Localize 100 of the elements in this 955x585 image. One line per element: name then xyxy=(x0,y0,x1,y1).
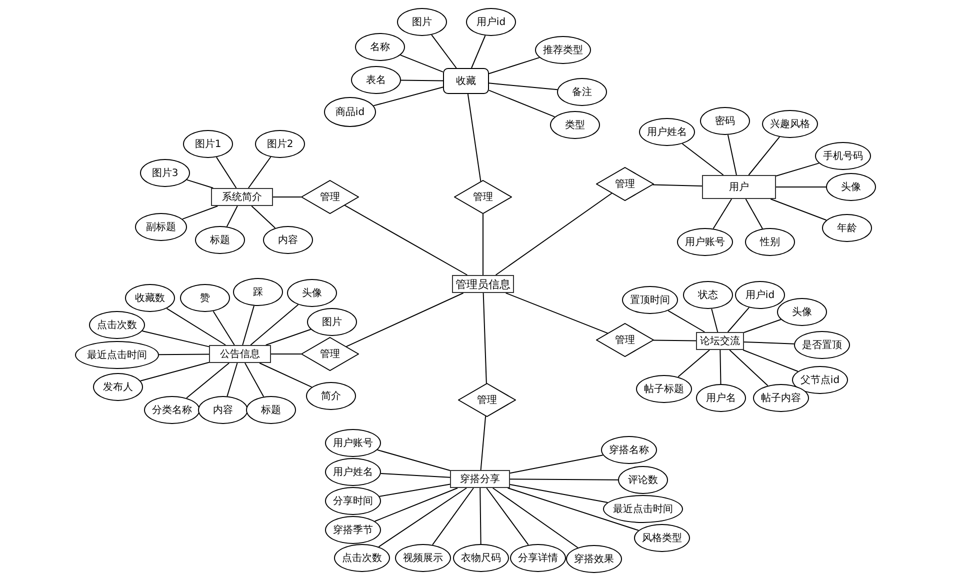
connector-line xyxy=(682,143,724,176)
attribute-ellipse: 评论数 xyxy=(618,466,668,494)
connector-line xyxy=(505,292,608,334)
attribute-ellipse: 帖子标题 xyxy=(636,375,692,403)
connector-line xyxy=(272,196,302,198)
attribute-ellipse: 赞 xyxy=(180,284,230,312)
relationship-diamond: 管理 xyxy=(458,383,516,417)
attribute-ellipse: 点击次数 xyxy=(334,544,390,572)
connector-line xyxy=(166,308,226,346)
attribute-ellipse: 图片1 xyxy=(183,130,233,158)
attribute-ellipse: 图片3 xyxy=(140,159,190,187)
connector-line xyxy=(158,354,210,356)
connector-line xyxy=(376,449,450,471)
relationship-diamond: 管理 xyxy=(301,337,359,371)
attribute-ellipse: 简介 xyxy=(306,382,356,410)
attribute-ellipse: 分享时间 xyxy=(325,487,381,515)
attribute-ellipse: 分享详情 xyxy=(510,544,566,572)
connector-line xyxy=(480,416,486,470)
connector-line xyxy=(400,80,444,82)
attribute-ellipse: 推荐类型 xyxy=(535,36,591,64)
connector-line xyxy=(507,488,639,531)
connector-line xyxy=(486,488,529,546)
attribute-ellipse: 图片2 xyxy=(255,130,305,158)
entity-box: 用户 xyxy=(702,175,776,199)
relationship-diamond: 管理 xyxy=(596,323,654,357)
connector-line xyxy=(720,350,722,384)
attribute-ellipse: 名称 xyxy=(355,33,405,61)
attribute-ellipse: 副标题 xyxy=(135,213,187,241)
connector-line xyxy=(251,206,276,228)
connector-line xyxy=(482,214,484,276)
connector-line xyxy=(374,488,458,522)
connector-line xyxy=(142,330,210,348)
attribute-ellipse: 状态 xyxy=(683,281,733,309)
connector-line xyxy=(140,362,210,382)
entity-box: 公告信息 xyxy=(209,345,271,363)
connector-line xyxy=(432,488,474,546)
attribute-ellipse: 父节点id xyxy=(792,366,848,394)
connector-line xyxy=(244,362,264,398)
attribute-ellipse: 图片 xyxy=(307,308,357,336)
connector-line xyxy=(744,318,782,333)
connector-line xyxy=(745,198,763,230)
attribute-ellipse: 衣物尺码 xyxy=(453,544,509,572)
connector-line xyxy=(668,310,706,332)
relationship-diamond: 管理 xyxy=(454,180,512,214)
attribute-ellipse: 最近点击时间 xyxy=(603,495,683,523)
connector-line xyxy=(727,307,750,332)
connector-line xyxy=(378,484,450,497)
attribute-ellipse: 点击次数 xyxy=(89,311,145,339)
connector-line xyxy=(748,136,780,176)
attribute-ellipse: 最近点击时间 xyxy=(75,341,159,369)
connector-line xyxy=(495,192,612,276)
connector-line xyxy=(186,179,214,188)
connector-line xyxy=(727,134,737,176)
attribute-ellipse: 手机号码 xyxy=(815,142,871,170)
entity-box: 穿搭分享 xyxy=(450,470,510,488)
attribute-ellipse: 类型 xyxy=(550,111,600,139)
connector-line xyxy=(242,305,254,346)
attribute-ellipse: 踩 xyxy=(233,278,283,306)
attribute-ellipse: 帖子内容 xyxy=(753,384,809,412)
connector-line xyxy=(182,206,218,220)
attribute-ellipse: 用户账号 xyxy=(677,228,733,256)
connector-line xyxy=(216,156,237,188)
connector-line xyxy=(653,340,696,342)
connector-line xyxy=(770,198,827,221)
attribute-ellipse: 用户账号 xyxy=(325,429,381,457)
attribute-ellipse: 年龄 xyxy=(822,214,872,242)
connector-line xyxy=(488,82,558,90)
connector-line xyxy=(510,454,604,474)
attribute-ellipse: 备注 xyxy=(557,78,607,106)
connector-line xyxy=(678,350,710,378)
connector-line xyxy=(742,350,798,372)
attribute-ellipse: 收藏数 xyxy=(125,284,175,312)
attribute-ellipse: 图片 xyxy=(397,8,447,36)
connector-line xyxy=(431,34,457,68)
entity-box: 系统简介 xyxy=(211,188,273,206)
attribute-ellipse: 头像 xyxy=(777,298,827,326)
attribute-ellipse: 商品id xyxy=(324,97,376,127)
connector-line xyxy=(226,362,238,397)
connector-line xyxy=(248,156,272,188)
attribute-ellipse: 内容 xyxy=(263,226,313,254)
connector-line xyxy=(776,186,826,188)
attribute-ellipse: 用户姓名 xyxy=(325,458,381,486)
connector-line xyxy=(467,94,482,182)
attribute-ellipse: 标题 xyxy=(195,226,245,254)
attribute-ellipse: 穿搭名称 xyxy=(601,436,657,464)
entity-box: 收藏 xyxy=(443,68,489,94)
attribute-ellipse: 用户名 xyxy=(696,384,746,412)
attribute-ellipse: 用户id xyxy=(735,281,785,309)
connector-line xyxy=(400,54,444,72)
attribute-ellipse: 标题 xyxy=(246,396,296,424)
connector-line xyxy=(226,206,238,228)
connector-line xyxy=(250,304,299,346)
connector-line xyxy=(492,488,578,548)
connector-line xyxy=(471,35,486,68)
connector-line xyxy=(380,473,450,478)
attribute-ellipse: 发布人 xyxy=(93,373,143,401)
connector-line xyxy=(712,198,732,230)
attribute-ellipse: 头像 xyxy=(287,279,337,307)
connector-line xyxy=(652,184,702,187)
connector-line xyxy=(711,308,718,332)
